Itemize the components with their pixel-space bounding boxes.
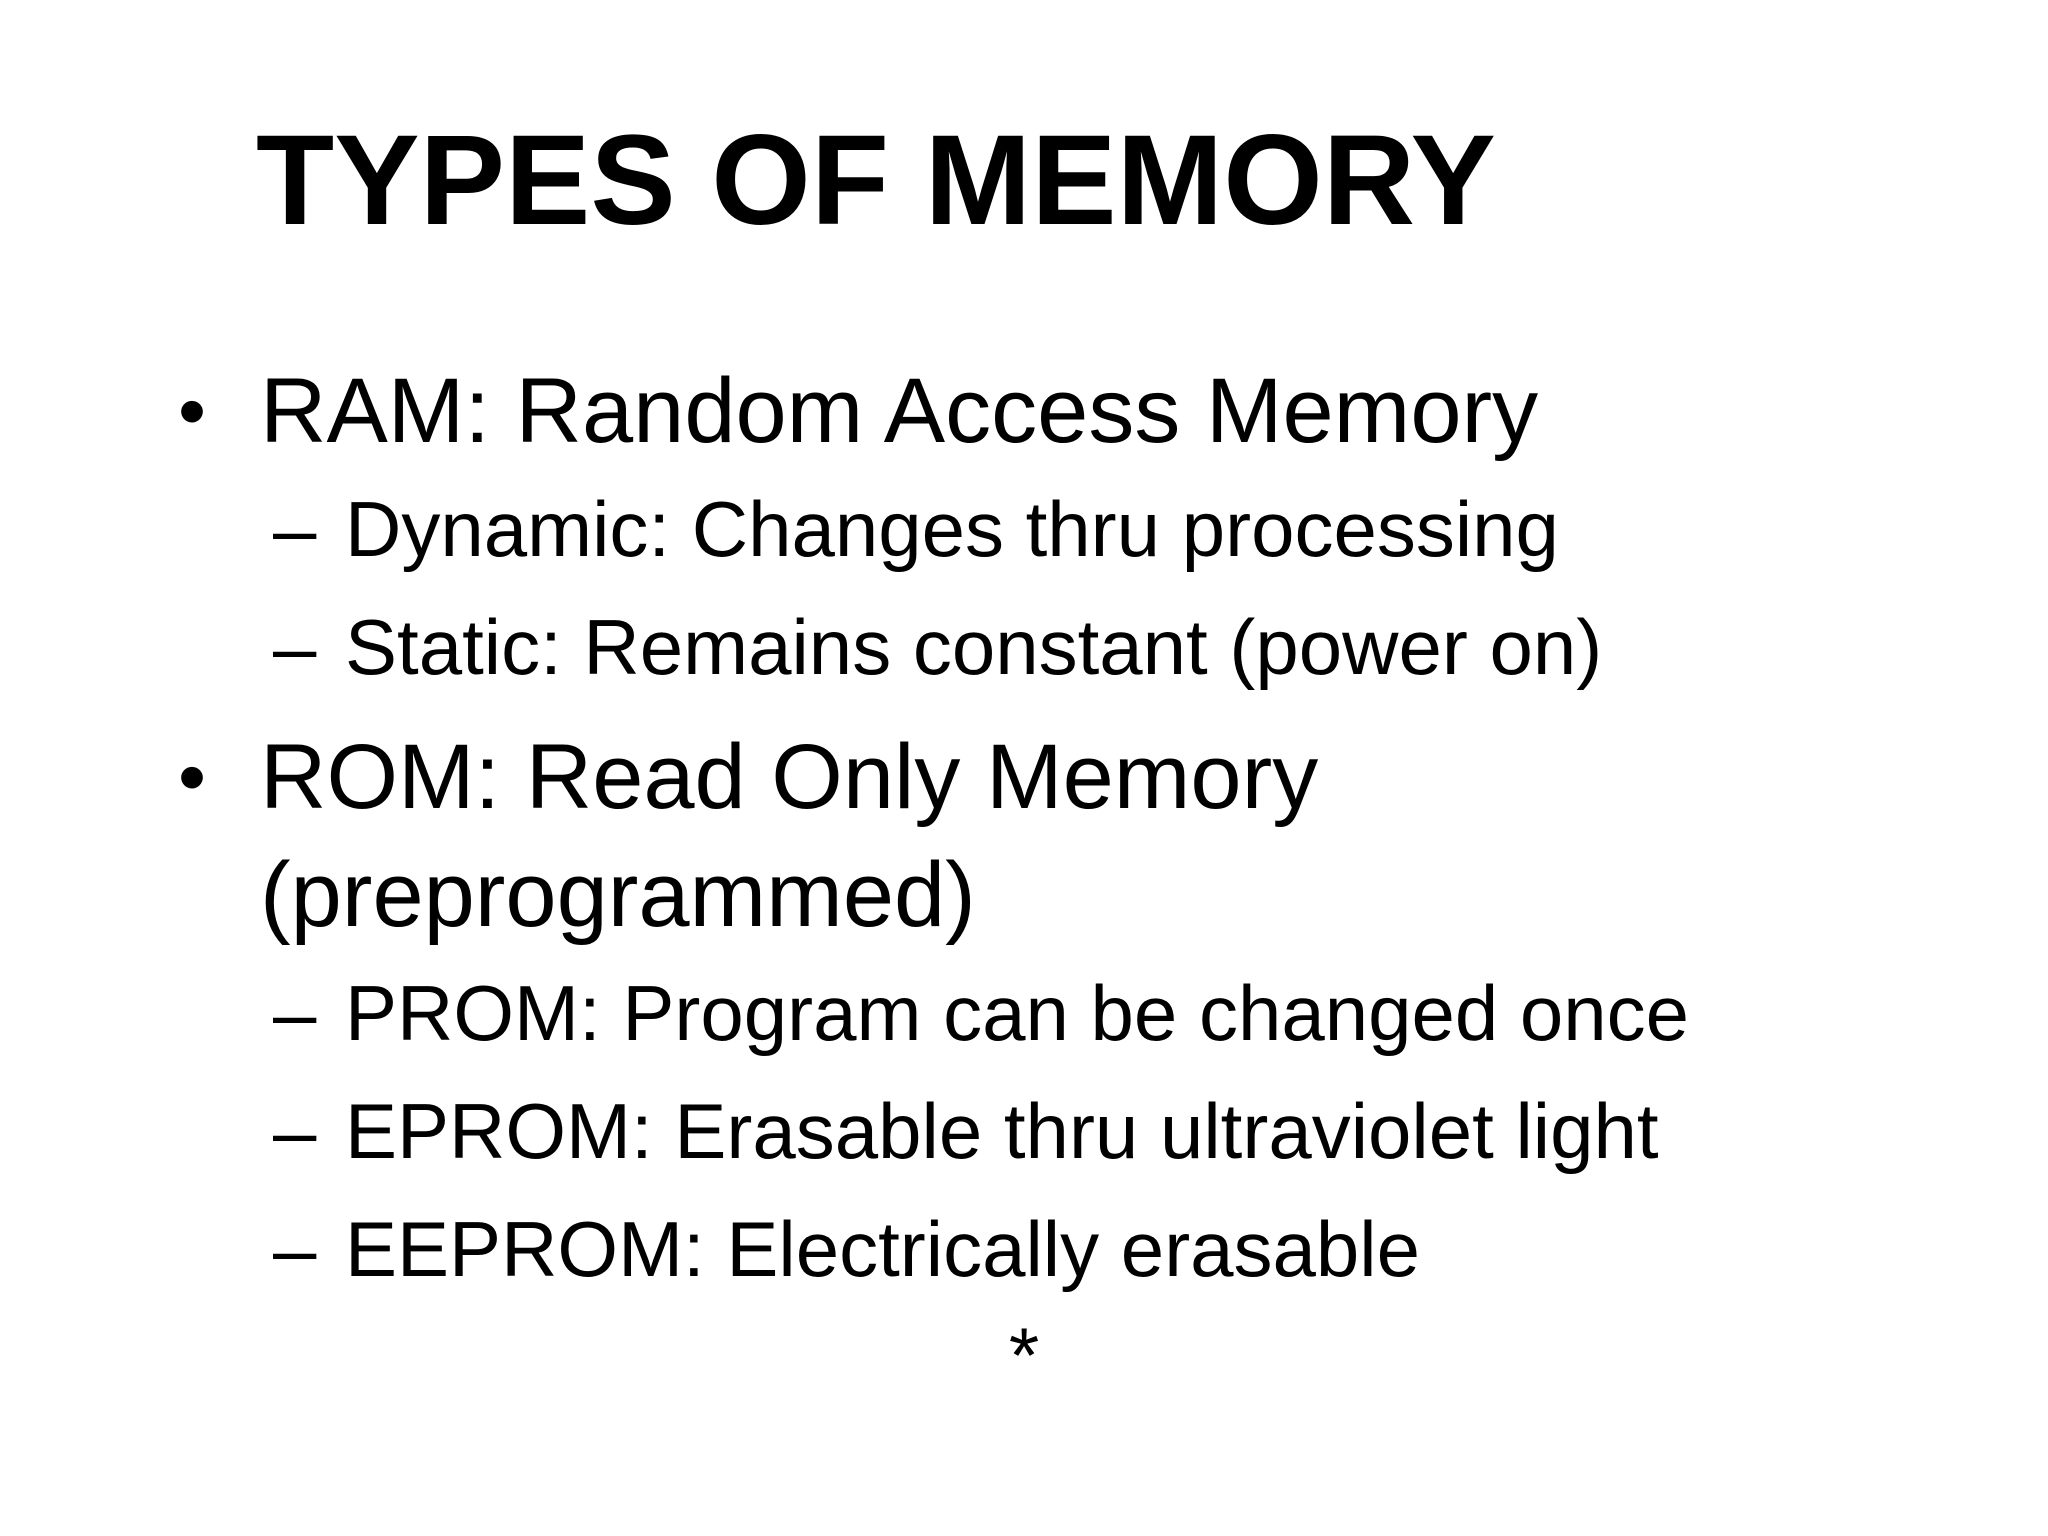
dash-marker: –: [273, 969, 317, 1057]
bullet-text: ROM: Read Only Memory (preprogrammed): [260, 726, 1319, 946]
dash-marker: –: [273, 603, 317, 691]
bullet-text: EEPROM: Electrically erasable: [345, 1205, 1421, 1293]
bullet-text: EPROM: Erasable thru ultraviolet light: [345, 1087, 1659, 1175]
bullet-text: Static: Remains constant (power on): [345, 603, 1603, 691]
bullet-item-static: – Static: Remains constant (power on): [273, 588, 1758, 706]
bullet-text: RAM: Random Access Memory: [260, 360, 1539, 462]
footer-asterisk: *: [1008, 1311, 1040, 1399]
bullet-item-prom: – PROM: Program can be changed once: [273, 954, 1758, 1072]
bullet-item-eprom: – EPROM: Erasable thru ultraviolet light: [273, 1072, 1758, 1190]
bullet-item-dynamic: – Dynamic: Changes thru processing: [273, 470, 1758, 588]
bullet-dot-marker: •: [178, 732, 207, 821]
bullet-text: PROM: Program can be changed once: [345, 969, 1690, 1057]
bullet-item-rom: • ROM: Read Only Memory (preprogrammed): [178, 718, 1758, 954]
dash-marker: –: [273, 1205, 317, 1293]
dash-marker: –: [273, 1087, 317, 1175]
bullet-dot-marker: •: [178, 366, 207, 455]
bullet-text: Dynamic: Changes thru processing: [345, 485, 1559, 573]
dash-marker: –: [273, 485, 317, 573]
slide-title: TYPES OF MEMORY: [256, 109, 1496, 252]
bullet-item-ram: • RAM: Random Access Memory: [178, 352, 1758, 470]
bullet-list: • RAM: Random Access Memory – Dynamic: C…: [178, 352, 1758, 1308]
bullet-item-eeprom: – EEPROM: Electrically erasable: [273, 1190, 1758, 1308]
